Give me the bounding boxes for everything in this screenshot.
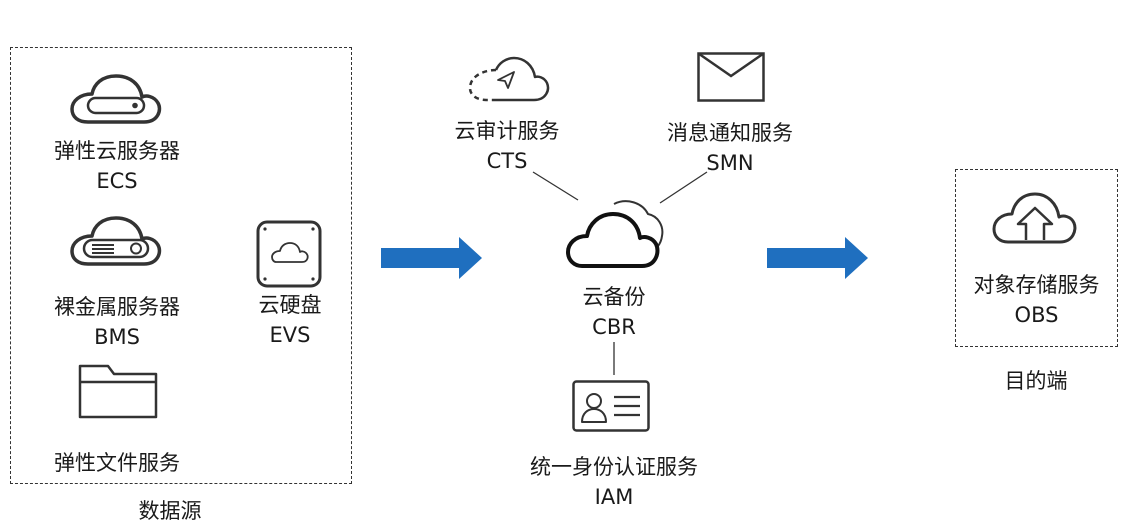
bms-label: 裸金属服务器 BMS bbox=[32, 292, 202, 352]
cbr-label: 云备份 CBR bbox=[554, 282, 674, 342]
disk-icon bbox=[256, 220, 322, 288]
obs-name: 对象存储服务 bbox=[973, 273, 1100, 297]
right-arrow-icon bbox=[381, 237, 482, 279]
destination-group-box bbox=[955, 169, 1118, 347]
iam-name: 统一身份认证服务 bbox=[530, 455, 698, 479]
destination-caption: 目的端 bbox=[1004, 369, 1068, 393]
cloud-upload-icon bbox=[992, 192, 1077, 244]
source-caption: 数据源 bbox=[138, 499, 202, 523]
id-card-icon bbox=[572, 380, 650, 432]
folder-icon bbox=[78, 364, 158, 419]
cts-code: CTS bbox=[486, 149, 528, 173]
ecs-name: 弹性云服务器 bbox=[54, 139, 180, 163]
cbr-name: 云备份 bbox=[582, 285, 646, 309]
obs-label: 对象存储服务 OBS bbox=[955, 270, 1118, 330]
bms-code: BMS bbox=[94, 325, 140, 349]
evs-name: 云硬盘 bbox=[258, 293, 322, 317]
smn-code: SMN bbox=[706, 151, 754, 175]
sfs-name: 弹性文件服务 bbox=[54, 451, 180, 475]
cloud-server-icon bbox=[70, 74, 162, 124]
smn-label: 消息通知服务 SMN bbox=[650, 118, 810, 178]
cloud-audit-icon bbox=[468, 56, 550, 102]
cloud-icon bbox=[566, 200, 664, 268]
obs-code: OBS bbox=[1014, 303, 1059, 327]
evs-label: 云硬盘 EVS bbox=[240, 290, 340, 350]
ecs-code: ECS bbox=[96, 169, 138, 193]
source-group-box bbox=[10, 47, 352, 484]
cts-label: 云审计服务 CTS bbox=[432, 116, 582, 176]
evs-code: EVS bbox=[269, 323, 311, 347]
sfs-label: 弹性文件服务 bbox=[32, 448, 202, 478]
bare-metal-server-icon bbox=[70, 216, 162, 266]
iam-label: 统一身份认证服务 IAM bbox=[504, 452, 724, 512]
iam-code: IAM bbox=[594, 485, 634, 509]
smn-name: 消息通知服务 bbox=[667, 121, 793, 145]
cts-name: 云审计服务 bbox=[454, 119, 560, 143]
ecs-label: 弹性云服务器 ECS bbox=[32, 136, 202, 196]
right-arrow-icon bbox=[767, 237, 868, 279]
envelope-icon bbox=[697, 52, 765, 102]
bms-name: 裸金属服务器 bbox=[54, 295, 180, 319]
cbr-code: CBR bbox=[592, 315, 636, 339]
